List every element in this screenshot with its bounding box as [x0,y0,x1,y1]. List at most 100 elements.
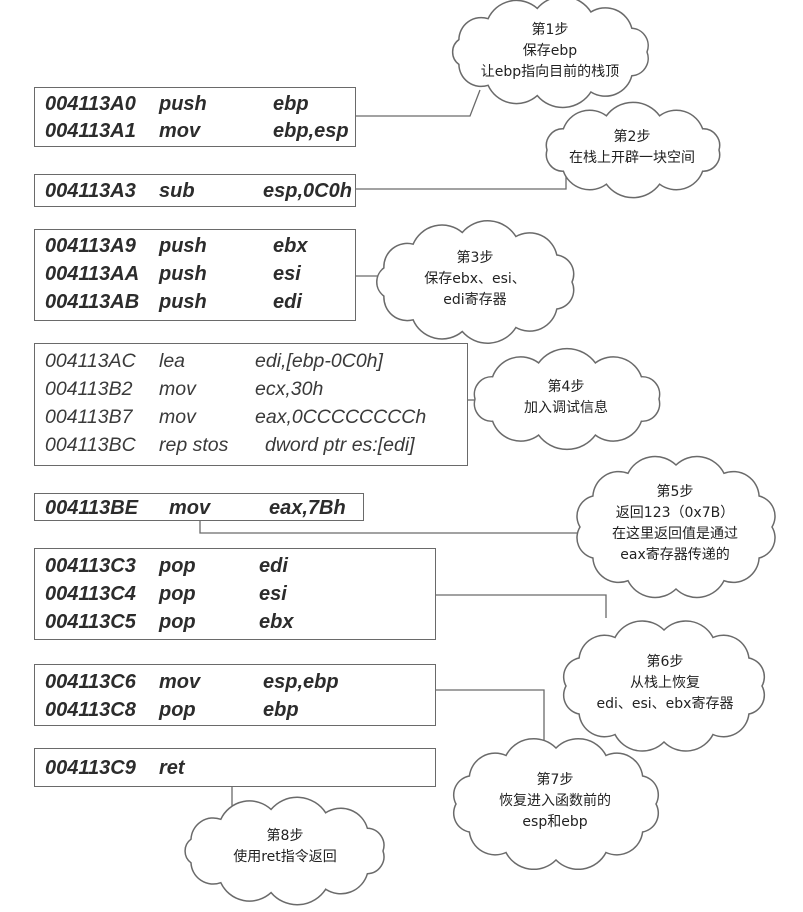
step-text: 从栈上恢复 [630,675,700,691]
code-block-return-value: 004113BE mov eax,7Bh [34,493,364,521]
step-title: 第8步 [266,828,304,844]
step-text: 在这里返回值是通过 [612,526,738,542]
operand: esi [259,583,287,605]
step-text: 让ebp指向目前的栈顶 [480,64,620,80]
operand: ebp [273,93,309,115]
mnemonic: pop [159,583,196,605]
step-4-callout: 第4步 加入调试信息 [496,377,636,419]
step-title: 第3步 [456,250,494,266]
step-text: edi寄存器 [443,292,507,308]
mnemonic: lea [159,350,186,372]
step-text: 保存ebx、esi、 [424,271,526,287]
step-3-callout: 第3步 保存ebx、esi、 edi寄存器 [400,248,550,311]
step-title: 第2步 [613,129,651,145]
mnemonic: pop [159,555,196,577]
operand: ebp [263,699,299,721]
mnemonic: mov [159,406,196,428]
step-1-callout: 第1步 保存ebp 让ebp指向目前的栈顶 [460,20,640,83]
address: 004113A1 [45,120,136,142]
step-text: edi、esi、ebx寄存器 [596,696,734,712]
address: 004113A0 [45,93,136,115]
operand: esp,ebp [263,671,339,693]
address: 004113AB [45,291,140,313]
step-8-callout: 第8步 使用ret指令返回 [210,826,360,868]
code-block-ret: 004113C9 ret [34,748,436,787]
step-6-callout: 第6步 从栈上恢复 edi、esi、ebx寄存器 [580,652,750,715]
step-title: 第1步 [531,22,569,38]
mnemonic: pop [159,699,196,721]
connector-step-2 [356,175,567,190]
operand: ebx [259,611,294,633]
step-6-cloud [562,620,766,752]
mnemonic: pop [159,611,196,633]
operand: ebx [273,235,308,257]
address: 004113C6 [45,671,136,693]
step-text: 返回123（0x7B） [615,505,735,521]
connector-step-6 [436,594,607,618]
code-block-debug-fill: 004113AC lea edi,[ebp-0C0h] 004113B2 mov… [34,343,468,466]
operand: dword ptr es:[edi] [265,434,415,456]
operand: ecx,30h [255,378,324,400]
operand: edi [259,555,288,577]
mnemonic: push [159,263,207,285]
step-8-cloud [184,796,385,906]
address: 004113C9 [45,757,136,779]
step-title: 第7步 [536,772,574,788]
connector-step-7 [436,689,545,748]
mnemonic: mov [169,497,211,519]
step-2-callout: 第2步 在栈上开辟一块空间 [552,127,712,169]
code-block-pop-regs: 004113C3 pop edi 004113C4 pop esi 004113… [34,548,436,640]
step-7-cloud [452,738,660,870]
step-5-cloud [576,455,776,599]
mnemonic: mov [159,671,201,693]
mnemonic: push [159,291,207,313]
mnemonic: sub [159,180,195,202]
step-text: 使用ret指令返回 [233,849,337,865]
step-title: 第4步 [547,379,585,395]
code-block-prologue: 004113A0 push ebp 004113A1 mov ebp,esp [34,87,356,147]
operand: esi [273,263,301,285]
mnemonic: mov [159,378,196,400]
address: 004113C3 [45,555,136,577]
step-title: 第5步 [656,484,694,500]
address: 004113A9 [45,235,136,257]
address: 004113BE [45,497,139,519]
address: 004113BC [45,434,136,456]
step-5-callout: 第5步 返回123（0x7B） 在这里返回值是通过 eax寄存器传递的 [590,482,760,566]
address: 004113AC [45,350,136,372]
step-2-cloud [545,101,721,199]
mnemonic: push [159,235,207,257]
operand: esp,0C0h [263,180,352,202]
step-text: 加入调试信息 [524,400,608,416]
step-title: 第6步 [646,654,684,670]
code-block-sub: 004113A3 sub esp,0C0h [34,174,356,207]
step-text: esp和ebp [522,814,588,830]
operand: eax,0CCCCCCCCh [255,406,427,428]
step-text: 在栈上开辟一块空间 [569,150,695,166]
address: 004113C5 [45,611,136,633]
code-block-epilogue: 004113C6 mov esp,ebp 004113C8 pop ebp [34,664,436,726]
operand: eax,7Bh [269,497,346,519]
step-1-cloud [451,0,649,109]
step-text: eax寄存器传递的 [620,547,730,563]
code-block-push-regs: 004113A9 push ebx 004113AA push esi 0041… [34,229,356,321]
step-text: 恢复进入函数前的 [499,793,611,809]
connector-step-1 [356,89,481,117]
address: 004113C4 [45,583,136,605]
address: 004113A3 [45,180,136,202]
step-4-cloud [473,347,661,451]
operand: edi [273,291,302,313]
mnemonic: rep stos [159,434,229,456]
mnemonic: ret [159,757,185,779]
operand: edi,[ebp-0C0h] [255,350,383,372]
step-3-cloud [376,220,575,344]
address: 004113B7 [45,406,133,428]
address: 004113B2 [45,378,133,400]
step-text: 保存ebp [522,43,578,59]
mnemonic: mov [159,120,201,142]
address: 004113C8 [45,699,136,721]
address: 004113AA [45,263,140,285]
step-7-callout: 第7步 恢复进入函数前的 esp和ebp [470,770,640,833]
